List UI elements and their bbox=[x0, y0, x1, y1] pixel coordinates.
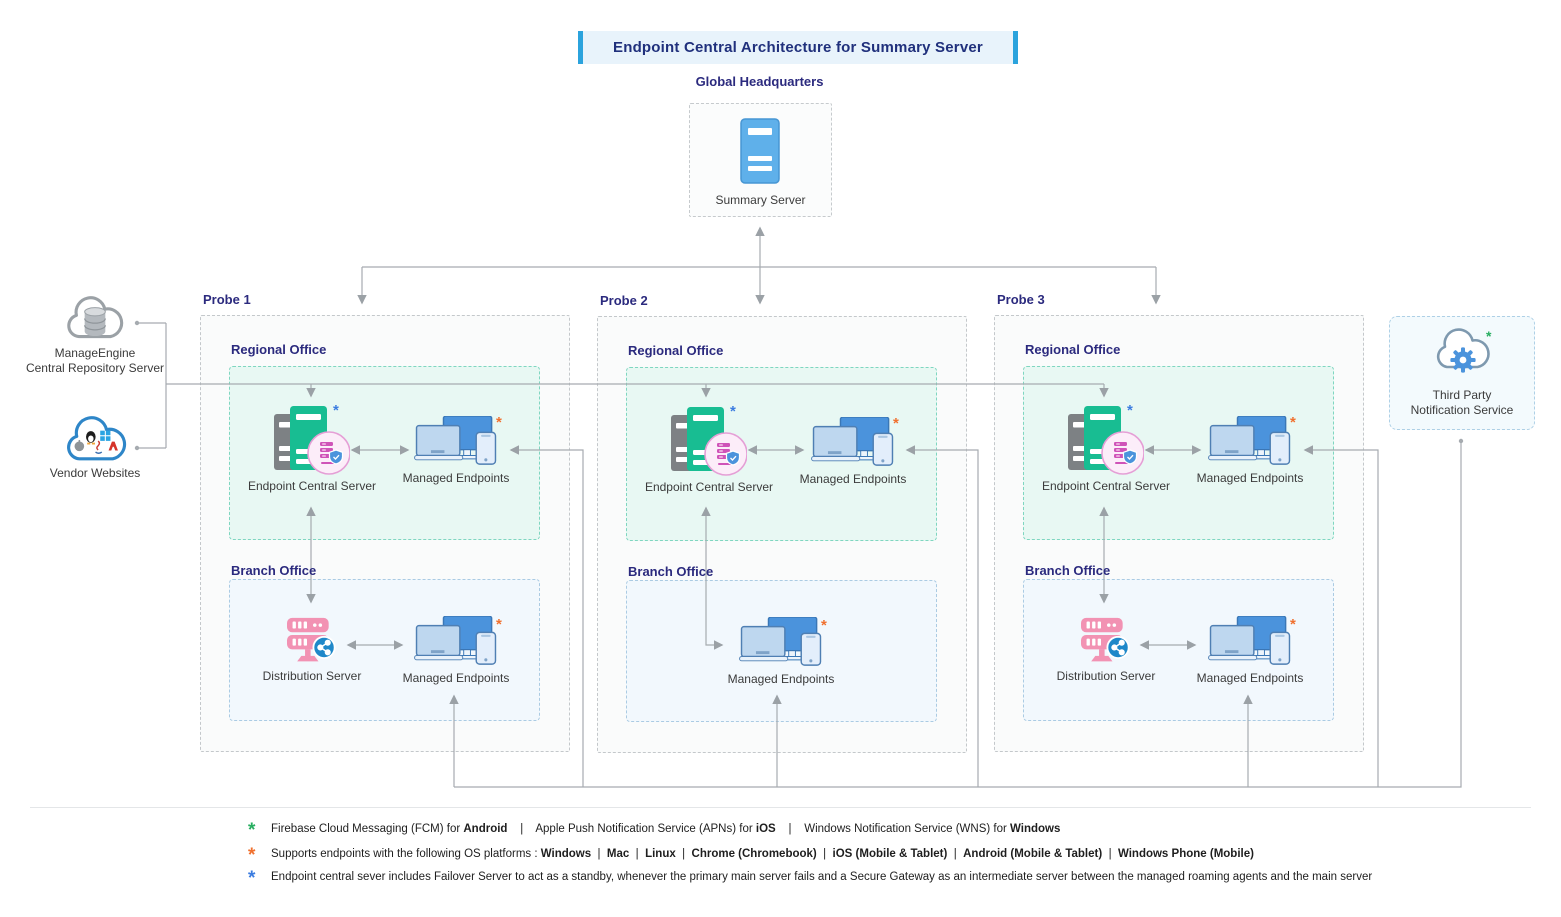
managed-endpoints-icon bbox=[413, 416, 497, 465]
managed-endpoints-icon bbox=[413, 616, 497, 665]
os-platforms-asterisk: * bbox=[496, 616, 502, 633]
managed-endpoints-node: * Managed Endpoints bbox=[1175, 616, 1325, 686]
branch-office-label: Branch Office bbox=[231, 563, 317, 578]
page-title: Endpoint Central Architecture for Summar… bbox=[583, 31, 1013, 64]
node-label: Endpoint Central Server bbox=[644, 480, 774, 494]
node-label: Third Party Notification Service bbox=[1410, 388, 1514, 417]
global-headquarters-label: Global Headquarters bbox=[695, 74, 824, 89]
repository-server-node: ManageEngine Central Repository Server bbox=[15, 295, 175, 376]
node-label: Distribution Server bbox=[262, 669, 362, 683]
os-platforms-asterisk: * bbox=[821, 617, 827, 634]
probe-3-container: Probe 3 Regional Office * Endpoint Centr… bbox=[994, 292, 1364, 752]
failover-asterisk: * bbox=[730, 403, 736, 420]
node-label: Vendor Websites bbox=[49, 466, 141, 480]
distribution-server-node: Distribution Server bbox=[237, 616, 387, 684]
probe-2-container: Probe 2 Regional Office * Endpoint Centr… bbox=[597, 293, 967, 753]
probe-label: Probe 3 bbox=[997, 292, 1045, 307]
legend-row-push-services: * Firebase Cloud Messaging (FCM) for And… bbox=[248, 820, 1061, 841]
legend-row-failover: * Endpoint central sever includes Failov… bbox=[248, 868, 1373, 889]
vendor-websites-node: Vendor Websites bbox=[15, 415, 175, 481]
endpoint-central-server-node: * Endpoint Central Server bbox=[237, 402, 387, 494]
node-label: Managed Endpoints bbox=[402, 671, 510, 685]
managed-endpoints-icon bbox=[1207, 616, 1291, 665]
node-label: Managed Endpoints bbox=[1196, 471, 1304, 485]
os-platforms-asterisk: * bbox=[1290, 616, 1296, 633]
node-label: Summary Server bbox=[715, 193, 806, 207]
node-label: Distribution Server bbox=[1056, 669, 1156, 683]
legend-divider bbox=[30, 807, 1531, 808]
node-label: Managed Endpoints bbox=[727, 672, 835, 686]
push-services-asterisk: * bbox=[1486, 328, 1492, 344]
repository-cloud-icon bbox=[67, 296, 124, 339]
regional-office-label: Regional Office bbox=[231, 342, 327, 357]
branch-office-label: Branch Office bbox=[1025, 563, 1111, 578]
node-label: Managed Endpoints bbox=[402, 471, 510, 485]
managed-endpoints-icon bbox=[1207, 416, 1291, 465]
cloud-gear-icon bbox=[1436, 328, 1490, 374]
legend-row-os-platforms: * Supports endpoints with the following … bbox=[248, 845, 1254, 866]
endpoint-central-server-node: * Endpoint Central Server bbox=[634, 403, 784, 495]
node-label: Endpoint Central Server bbox=[1041, 479, 1171, 493]
distribution-server-icon bbox=[1080, 616, 1130, 663]
summary-server-node: Summary Server bbox=[689, 103, 832, 217]
legend-text: Supports endpoints with the following OS… bbox=[271, 848, 1254, 860]
legend-text: Endpoint central sever includes Failover… bbox=[271, 871, 1373, 883]
blue-asterisk-icon: * bbox=[248, 868, 256, 889]
failover-asterisk: * bbox=[1127, 402, 1133, 419]
title-accent-bar-left bbox=[578, 31, 583, 64]
third-party-notification-node: * Third Party Notification Service bbox=[1389, 316, 1535, 430]
probe-label: Probe 2 bbox=[600, 293, 648, 308]
node-label: Managed Endpoints bbox=[799, 472, 907, 486]
green-asterisk-icon: * bbox=[248, 820, 256, 841]
os-platforms-asterisk: * bbox=[1290, 414, 1296, 431]
diagram-title: Endpoint Central Architecture for Summar… bbox=[578, 31, 1018, 64]
os-platforms-asterisk: * bbox=[496, 414, 502, 431]
managed-endpoints-node: * Managed Endpoints bbox=[1175, 414, 1325, 486]
probe-1-container: Probe 1 Regional Office * Endpoint Centr… bbox=[200, 292, 570, 752]
failover-asterisk: * bbox=[333, 402, 339, 419]
managed-endpoints-icon bbox=[810, 417, 894, 466]
regional-office-label: Regional Office bbox=[1025, 342, 1121, 357]
probe-label: Probe 1 bbox=[203, 292, 251, 307]
os-platforms-asterisk: * bbox=[893, 415, 899, 432]
distribution-server-node: Distribution Server bbox=[1031, 616, 1181, 684]
managed-endpoints-node: * Managed Endpoints bbox=[381, 616, 531, 686]
branch-office-label: Branch Office bbox=[628, 564, 714, 579]
server-tower-icon bbox=[740, 118, 780, 184]
managed-endpoints-icon bbox=[738, 617, 822, 666]
managed-endpoints-node: * Managed Endpoints bbox=[381, 414, 531, 486]
node-label: ManageEngine Central Repository Server bbox=[25, 346, 165, 375]
managed-endpoints-node: * Managed Endpoints bbox=[706, 617, 856, 687]
node-label: Managed Endpoints bbox=[1196, 671, 1304, 685]
vendor-cloud-icon bbox=[67, 416, 127, 461]
regional-office-label: Regional Office bbox=[628, 343, 724, 358]
node-label: Endpoint Central Server bbox=[247, 479, 377, 493]
endpoint-central-server-node: * Endpoint Central Server bbox=[1031, 402, 1181, 494]
managed-endpoints-node: * Managed Endpoints bbox=[778, 415, 928, 487]
orange-asterisk-icon: * bbox=[248, 845, 256, 866]
legend-text: Firebase Cloud Messaging (FCM) for Andro… bbox=[271, 823, 1061, 835]
title-accent-bar-right bbox=[1012, 31, 1018, 64]
distribution-server-icon bbox=[286, 616, 336, 663]
